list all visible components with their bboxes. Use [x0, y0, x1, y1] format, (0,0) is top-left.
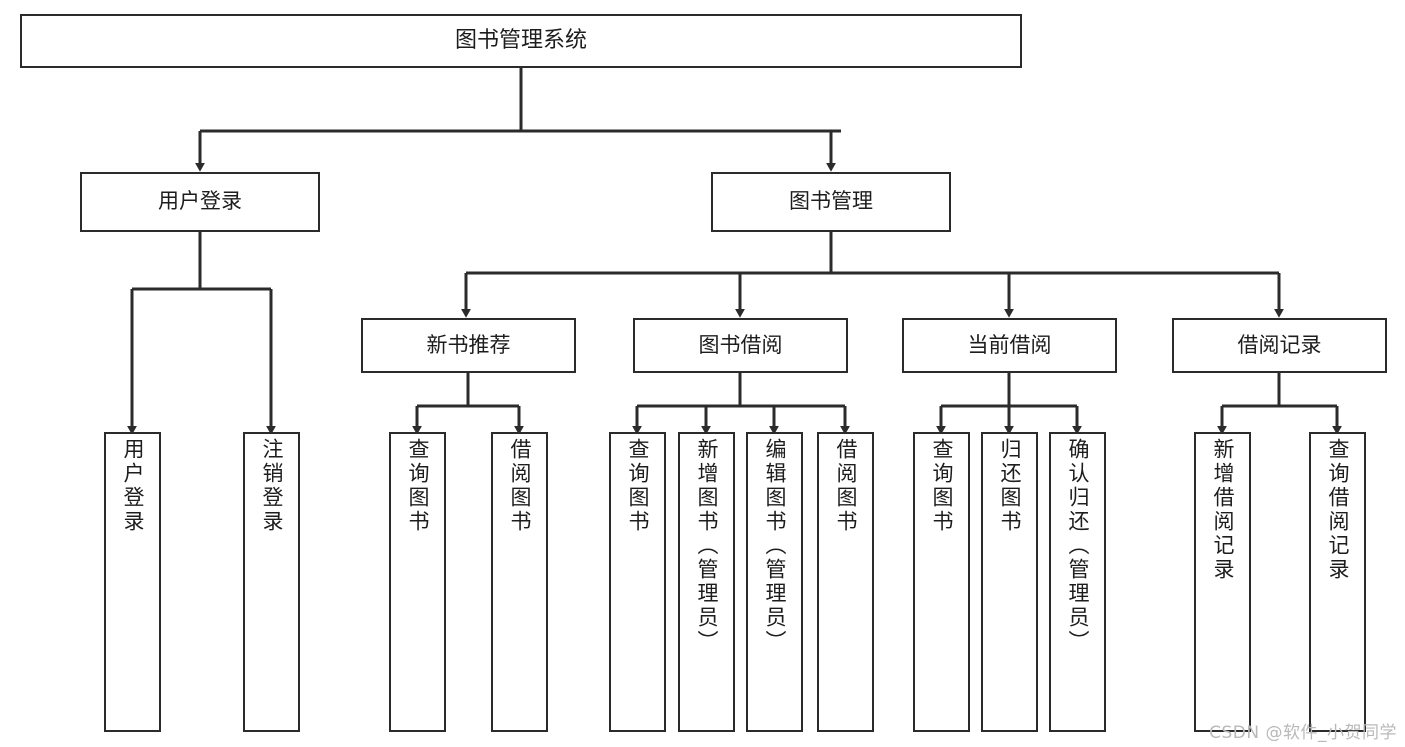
node-label-leaf-query-book-1: 查询图书 [406, 438, 430, 534]
node-leaf-logout-login[interactable]: 注销登录 [243, 432, 300, 732]
node-label-new-book-recommend: 新书推荐 [426, 332, 511, 357]
node-leaf-add-book-admin[interactable]: 新增图书（管理员） [678, 432, 735, 732]
node-label-leaf-query-book-3: 查询图书 [930, 438, 954, 534]
node-leaf-edit-book-admin[interactable]: 编辑图书（管理员） [746, 432, 803, 732]
node-label-leaf-return-book: 归还图书 [998, 438, 1022, 534]
node-label-leaf-query-book-2: 查询图书 [626, 438, 650, 534]
node-new-book-recommend[interactable]: 新书推荐 [361, 318, 576, 373]
node-label-book-manage: 图书管理 [789, 189, 873, 214]
node-leaf-query-borrow-record[interactable]: 查询借阅记录 [1309, 432, 1366, 732]
node-label-root: 图书管理系统 [454, 27, 587, 53]
node-label-user-login: 用户登录 [158, 189, 242, 214]
node-leaf-query-book-3[interactable]: 查询图书 [913, 432, 970, 732]
node-current-borrow[interactable]: 当前借阅 [902, 318, 1117, 373]
node-label-leaf-add-borrow-record: 新增借阅记录 [1211, 438, 1235, 582]
node-label-leaf-borrow-book-2: 借阅图书 [834, 438, 858, 534]
node-leaf-user-login[interactable]: 用户登录 [104, 432, 161, 732]
node-label-leaf-user-login: 用户登录 [121, 438, 145, 534]
node-label-borrow-record: 借阅记录 [1237, 332, 1322, 357]
node-leaf-query-book-1[interactable]: 查询图书 [389, 432, 446, 732]
node-label-leaf-query-borrow-record: 查询借阅记录 [1326, 438, 1350, 582]
node-leaf-add-borrow-record[interactable]: 新增借阅记录 [1194, 432, 1251, 732]
node-leaf-return-book[interactable]: 归还图书 [981, 432, 1038, 732]
node-user-login[interactable]: 用户登录 [80, 172, 320, 232]
csdn-watermark: CSDN @软件_小贺同学 [1209, 723, 1397, 743]
node-label-current-borrow: 当前借阅 [967, 332, 1052, 357]
node-leaf-borrow-book-1[interactable]: 借阅图书 [491, 432, 548, 732]
node-leaf-query-book-2[interactable]: 查询图书 [609, 432, 666, 732]
node-label-leaf-borrow-book-1: 借阅图书 [508, 438, 532, 534]
node-label-leaf-edit-book-admin: 编辑图书（管理员） [763, 438, 787, 654]
node-label-leaf-confirm-return-admin: 确认归还（管理员） [1066, 438, 1090, 654]
node-borrow-record[interactable]: 借阅记录 [1172, 318, 1387, 373]
node-book-borrow[interactable]: 图书借阅 [633, 318, 848, 373]
node-leaf-borrow-book-2[interactable]: 借阅图书 [817, 432, 874, 732]
node-leaf-confirm-return-admin[interactable]: 确认归还（管理员） [1049, 432, 1106, 732]
node-label-leaf-logout-login: 注销登录 [260, 438, 284, 534]
node-label-book-borrow: 图书借阅 [698, 332, 783, 357]
node-root-book-management-system[interactable]: 图书管理系统 [20, 14, 1022, 68]
node-book-manage[interactable]: 图书管理 [711, 172, 951, 232]
node-label-leaf-add-book-admin: 新增图书（管理员） [695, 438, 719, 654]
